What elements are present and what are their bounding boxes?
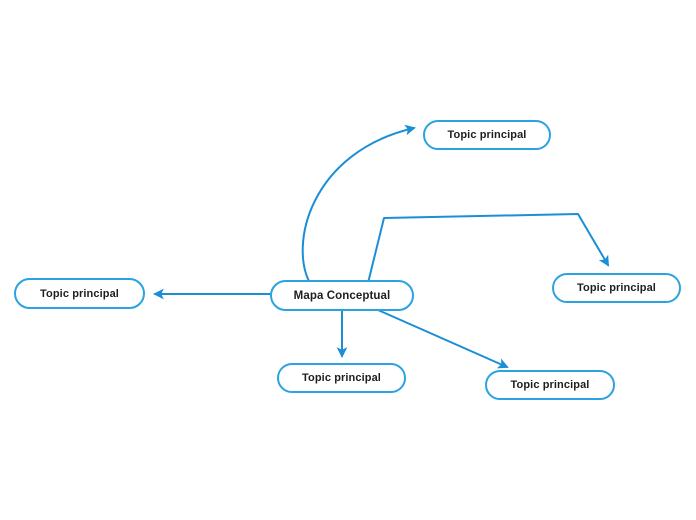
node-root[interactable]: Mapa Conceptual (270, 280, 414, 311)
edge-root-to-bottom-right (377, 309, 509, 369)
node-root-label: Mapa Conceptual (293, 289, 391, 302)
node-topic-right[interactable]: Topic principal (552, 273, 681, 303)
node-topic-left-label: Topic principal (40, 287, 119, 300)
edge-root-to-top (301, 124, 416, 286)
node-topic-bottom-label: Topic principal (302, 372, 381, 384)
node-topic-bottom-right-label: Topic principal (510, 379, 590, 391)
node-topic-bottom[interactable]: Topic principal (277, 363, 406, 393)
node-topic-left[interactable]: Topic principal (14, 278, 145, 309)
node-topic-top[interactable]: Topic principal (423, 120, 551, 150)
node-topic-bottom-right[interactable]: Topic principal (485, 370, 615, 400)
node-topic-right-label: Topic principal (577, 282, 656, 294)
node-topic-top-label: Topic principal (447, 129, 527, 141)
